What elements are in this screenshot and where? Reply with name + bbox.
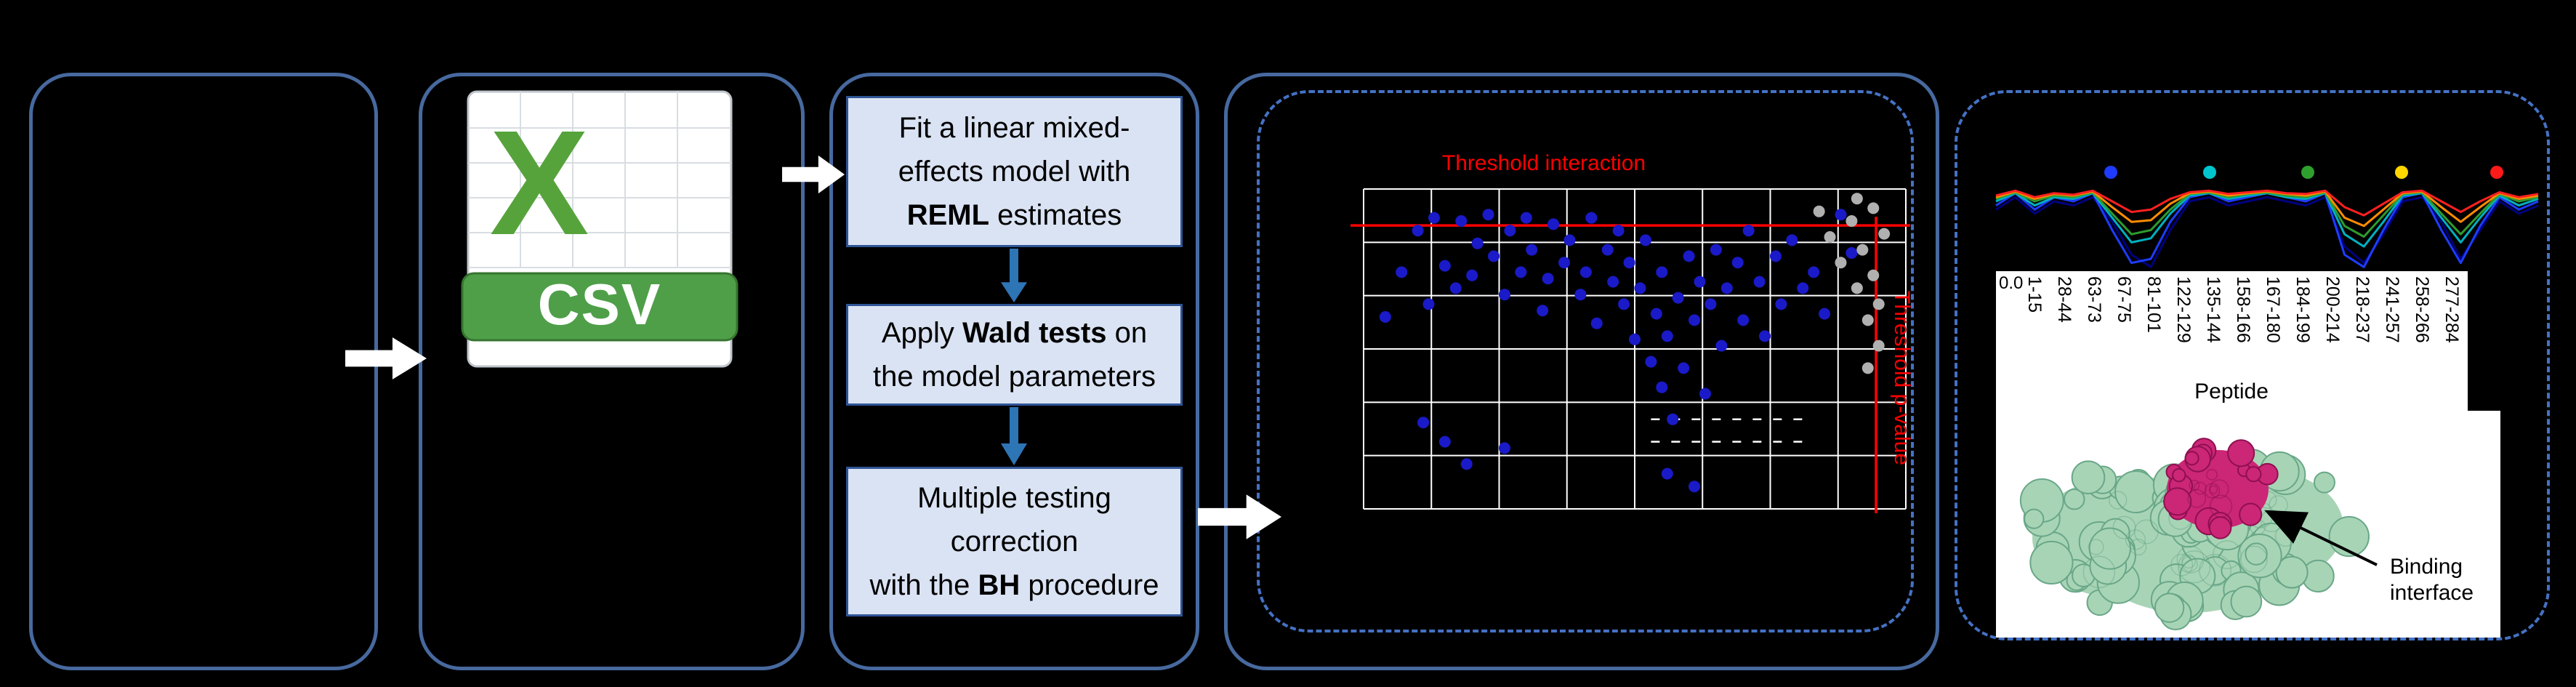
scatter-points-nonsignificant xyxy=(1813,193,1891,374)
peptide-tick-label: 277-284 xyxy=(2442,276,2462,343)
step-line: correction xyxy=(950,526,1079,558)
peptide-tick-label: 184-199 xyxy=(2293,276,2313,343)
peptide-tick-label: 241-257 xyxy=(2382,276,2402,343)
excel-x-glyph: X xyxy=(490,100,589,266)
step-line: Multiple testing xyxy=(917,482,1111,514)
peptide-tick-label: 258-266 xyxy=(2412,276,2432,343)
peptide-tick-label: 167-180 xyxy=(2263,276,2283,343)
peptide-tick-label: 1-15 xyxy=(2024,276,2045,313)
peptide-axis-box xyxy=(1996,271,2468,411)
dashed-frame-epitope xyxy=(1955,90,2550,640)
down-arrow-1-icon xyxy=(1001,249,1027,302)
step-line: the model parameters xyxy=(872,361,1156,393)
step-box-reml: Fit a linear mixed- effects model with R… xyxy=(846,96,1183,247)
step-line: effects model with xyxy=(898,156,1131,188)
peptide-tick-label: 218-237 xyxy=(2352,276,2372,343)
binding-label-line1: Binding xyxy=(2390,555,2463,579)
workflow-arrow-1-icon xyxy=(345,337,427,379)
dashed-frame-scatter xyxy=(1257,90,1914,632)
epitope-profile-chart xyxy=(1995,189,2539,268)
workflow-arrow-3-icon xyxy=(1198,494,1281,539)
spreadsheet-grid xyxy=(468,92,731,268)
binding-label-line2: interface xyxy=(2390,581,2474,605)
step-box-bh: Multiple testing correction with the BH … xyxy=(846,467,1183,616)
scatter-points-significant xyxy=(1379,209,1858,493)
step-box-wald: Apply Wald tests on the model parameters xyxy=(846,304,1183,406)
legend-dot-1 xyxy=(2104,166,2117,179)
legend-dot-2 xyxy=(2203,166,2216,179)
threshold-interaction-label: Threshold interaction xyxy=(1442,151,1646,175)
peptide-tick-label: 67-75 xyxy=(2114,276,2134,323)
profile-line xyxy=(1995,189,2539,217)
binding-interface-arrow xyxy=(2264,510,2378,566)
peptide-tick-label: 135-144 xyxy=(2203,276,2223,343)
legend-dot-4 xyxy=(2395,166,2408,179)
peptide-tick-label: 200-214 xyxy=(2322,276,2343,343)
peptide-axis-title: Peptide xyxy=(2194,379,2269,403)
peptide-tick-label: 81-101 xyxy=(2144,276,2164,333)
workflow-arrow-2-icon xyxy=(782,155,845,194)
y-axis-tick: 0.0 xyxy=(1999,273,2024,293)
peptide-tick-label: 158-166 xyxy=(2233,276,2253,343)
threshold-pvalue-label: Threshold p-value xyxy=(1890,291,1914,465)
legend-dot-3 xyxy=(2301,166,2314,179)
binding-interface-region xyxy=(2163,438,2279,539)
peptide-tick-label: 63-73 xyxy=(2084,276,2104,323)
legend-dot-5 xyxy=(2490,166,2503,179)
step-line: Apply Wald tests on xyxy=(881,317,1148,349)
csv-label: CSV xyxy=(538,272,662,337)
binding-interface-label: Binding interface xyxy=(2390,554,2474,606)
step-line: REML estimates xyxy=(906,199,1122,231)
csv-file-icon: X CSV xyxy=(461,90,738,368)
peptide-tick-label: 122-129 xyxy=(2173,276,2194,343)
step-line: Fit a linear mixed- xyxy=(898,112,1130,144)
profile-line xyxy=(1995,196,2539,268)
csv-banner xyxy=(461,272,738,342)
down-arrow-2-icon xyxy=(1001,407,1027,465)
scatter-plot: Threshold interaction Threshold p-value xyxy=(1351,151,1914,513)
peptide-tick-label: 28-44 xyxy=(2054,276,2074,323)
panel-input-data xyxy=(29,73,378,670)
scatter-grid xyxy=(1363,188,1907,510)
protein-structure xyxy=(2019,438,2378,630)
panel-results-plot xyxy=(1224,73,1939,670)
step-line: with the BH procedure xyxy=(869,569,1159,601)
